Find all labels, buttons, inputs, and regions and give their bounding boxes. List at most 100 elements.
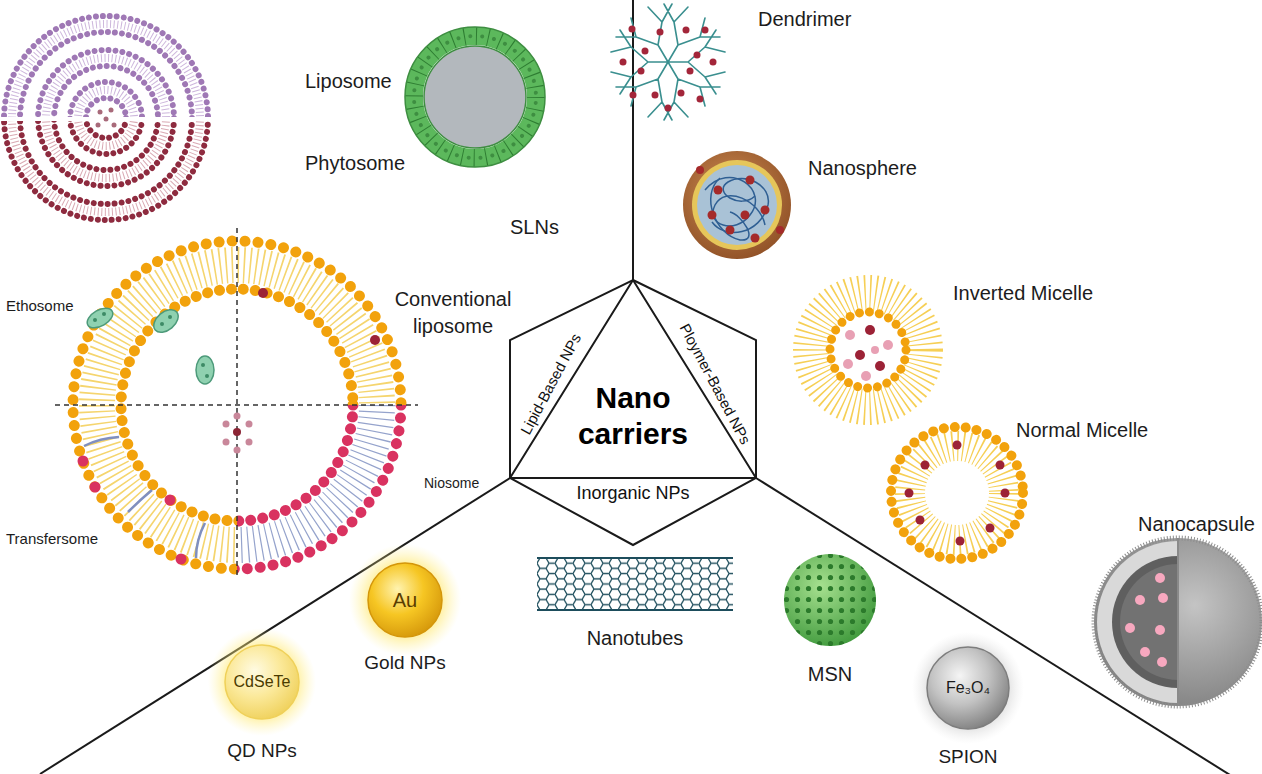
spion-sphere: Fe₃O₄SPION — [926, 646, 1010, 730]
part-label: Ethosome — [6, 297, 74, 314]
dendrimer-drawing — [629, 26, 636, 33]
gold-glow — [349, 544, 461, 656]
part-label: SLNs — [510, 216, 559, 239]
phytosome-drawing — [4, 121, 208, 220]
quadrant-divider — [55, 228, 418, 578]
nanotube-drawing — [537, 558, 733, 610]
nanocapsule-drawing — [1140, 647, 1150, 657]
transfersome-drawing — [196, 523, 205, 558]
nanosphere-drawing — [705, 177, 768, 240]
nanosphere-drawing — [683, 151, 791, 259]
nanosphere-drawing — [776, 226, 784, 234]
drug-dot — [96, 108, 117, 128]
dendrimer-drawing — [702, 27, 709, 34]
dendrimer-drawing — [678, 90, 685, 97]
nanosphere-drawing — [708, 211, 717, 220]
normal-micelle-drawing — [921, 461, 930, 470]
drug-dot — [234, 447, 241, 454]
drug-dot — [98, 110, 103, 115]
particle-name: SPION — [938, 746, 997, 768]
nanocapsule-drawing — [1155, 625, 1165, 635]
normal-micelle-drawing — [996, 461, 1005, 470]
nanosphere-drawing — [761, 206, 770, 215]
niosome-drawing — [237, 405, 401, 569]
nanosphere-drawing — [696, 166, 784, 243]
drug-dot — [223, 439, 230, 446]
msn-drawing — [784, 554, 876, 646]
nanosphere-drawing — [692, 160, 782, 250]
phytosome-drawing — [4, 121, 208, 220]
nanosphere-drawing — [741, 211, 750, 220]
nanotube-drawing — [537, 609, 733, 611]
inverted-micelle-drawing — [830, 312, 906, 388]
nano-carrier-hexagon: Nano carriersLipid-Based NPsPloymer-Base… — [505, 276, 761, 550]
normal-micelle-drawing — [986, 524, 995, 533]
drug-dot — [246, 421, 253, 428]
text-slot: Nanocapsule — [1138, 513, 1255, 536]
phytosome-drawing — [70, 121, 142, 154]
text-slot: Nanotubes — [587, 627, 684, 650]
part-label: Liposome — [305, 70, 392, 93]
part-label: Nanosphere — [808, 157, 917, 180]
nanocapsule-drawing — [1158, 593, 1168, 603]
phytosome-drawing — [54, 121, 158, 170]
sphere-outline — [927, 647, 1009, 729]
part-label: Normal Micelle — [1016, 419, 1148, 442]
text-slot: QD NPs — [227, 740, 297, 762]
dendrimer-drawing — [620, 26, 717, 112]
sphere-outline — [368, 563, 442, 637]
drug-dot — [109, 108, 114, 113]
sln-drawing — [414, 36, 536, 158]
dendrimer-drawing — [687, 68, 694, 75]
dendrimer-drawing — [697, 96, 704, 103]
liposome-drawing — [20, 32, 192, 117]
ethosome-drawing — [102, 312, 106, 316]
ethosome-drawing — [196, 356, 214, 384]
inorganic-region: Inorganic NPs — [553, 481, 713, 505]
nanocapsule-drawing — [1112, 556, 1178, 688]
liposome-drawing — [4, 16, 208, 117]
drug-dot — [104, 117, 109, 122]
sln-drawing — [405, 27, 545, 167]
text-slot: Transfersome — [6, 530, 98, 548]
sphere-outline — [225, 645, 299, 719]
drug-dot — [258, 288, 268, 298]
inverted-micelle-drawing — [865, 325, 875, 335]
part-label: Transfersome — [6, 530, 98, 547]
hexagon-divider — [510, 280, 756, 478]
sln-drawing — [424, 46, 526, 148]
normal-micelle-drawing — [905, 489, 914, 498]
ethosome-drawing — [149, 305, 182, 337]
part-label: Nanocapsule — [1138, 513, 1255, 536]
nanosphere-drawing — [726, 226, 735, 235]
ethosome-drawing — [201, 363, 205, 367]
nanotube-drawing — [537, 557, 733, 559]
drug-dot — [223, 288, 381, 454]
particle-formula: CdSeTe — [234, 673, 291, 691]
text-slot: Nano carriers — [558, 380, 708, 452]
dendrimer-drawing — [620, 59, 627, 66]
nanocapsule-drawing — [1177, 538, 1179, 706]
text-slot: CdSeTe — [224, 644, 300, 720]
phytosome-drawing — [38, 121, 174, 186]
part-label: Dendrimer — [758, 8, 851, 31]
liposome-drawing — [78, 90, 134, 117]
liposome-drawing — [86, 98, 126, 117]
part-label: Inverted Micelle — [953, 282, 1093, 305]
nanosphere-drawing — [683, 151, 791, 259]
liposome-drawing — [4, 16, 208, 117]
normal-micelle-drawing — [905, 441, 1010, 546]
inverted-micelle-drawing — [811, 293, 925, 407]
drug-dot — [233, 428, 241, 436]
dendrimer-drawing — [638, 68, 645, 75]
phytosome-drawing — [86, 121, 126, 138]
dendrimer-drawing — [694, 52, 701, 59]
inverted-micelle-drawing — [883, 340, 893, 350]
transfersome-drawing — [78, 456, 89, 467]
dendrimer-drawing — [642, 48, 649, 55]
nanocapsule-drawing — [1155, 573, 1165, 583]
text-slot: SPION — [938, 746, 997, 768]
spion-glow — [912, 632, 1024, 744]
part-label: Nanotubes — [587, 627, 684, 650]
